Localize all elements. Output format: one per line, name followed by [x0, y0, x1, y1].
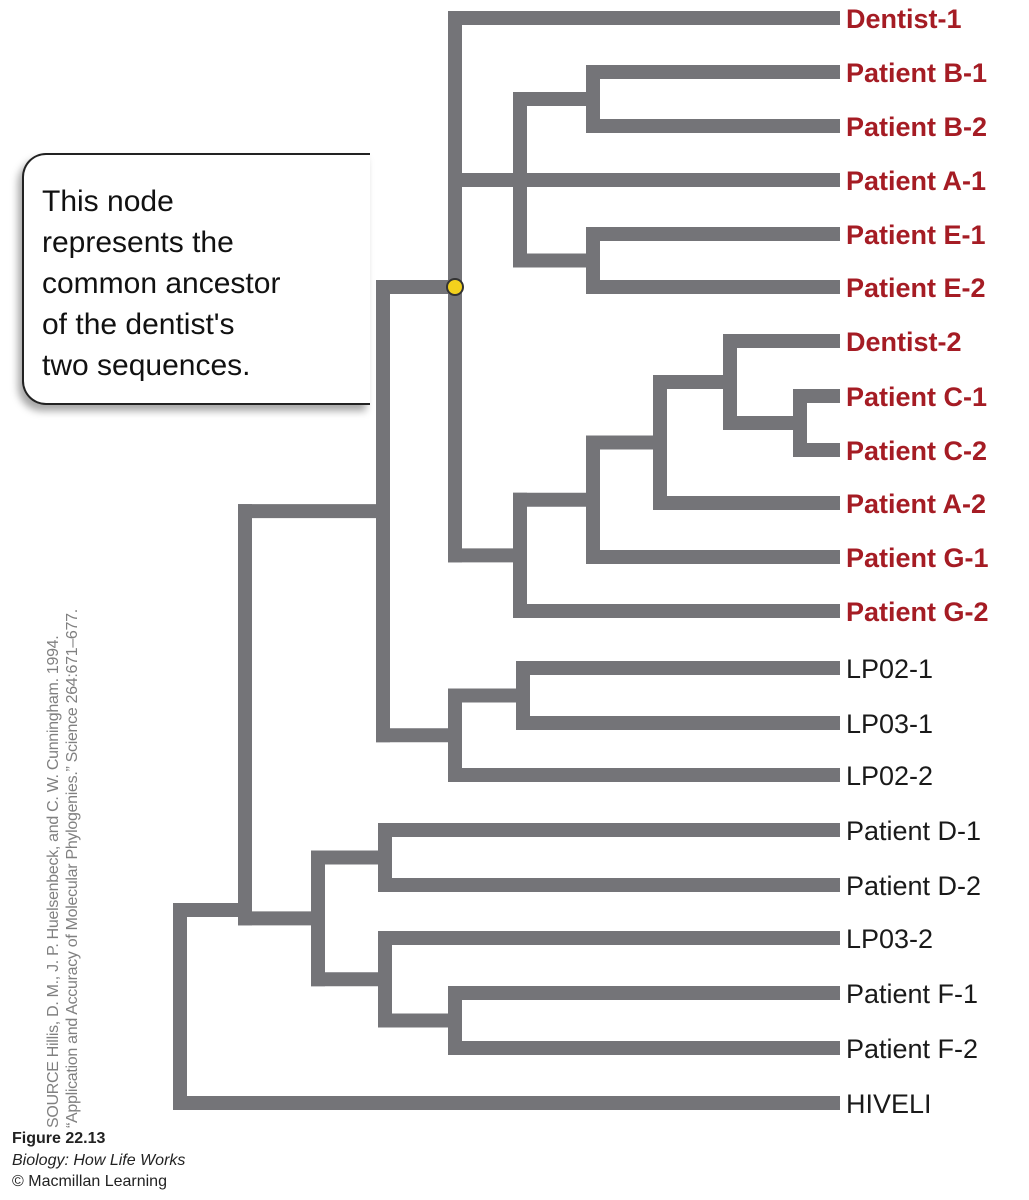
leaf-label: Patient F-1 — [846, 979, 978, 1009]
source-citation: SOURCE Hillis, D. M., J. P. Huelsenbeck,… — [44, 508, 82, 1128]
leaf-label: Patient E-1 — [846, 220, 986, 250]
leaf-label: Patient D-1 — [846, 816, 981, 846]
publisher: © Macmillan Learning — [12, 1173, 167, 1190]
leaf-label: HIVELI — [846, 1089, 932, 1119]
callout-line: two sequences. — [42, 349, 251, 382]
figure-number: Figure 22.13 — [12, 1130, 106, 1147]
leaf-label: Patient B-2 — [846, 112, 987, 142]
source-line-2: “Application and Accuracy of Molecular P… — [64, 609, 81, 1128]
leaf-label: Patient E-2 — [846, 273, 986, 303]
common-ancestor-node-marker — [446, 278, 464, 296]
leaf-label: Dentist-2 — [846, 327, 962, 357]
leaf-label: LP03-1 — [846, 709, 933, 739]
leaf-label: LP03-2 — [846, 924, 933, 954]
leaf-label: Patient G-1 — [846, 543, 989, 573]
callout-line: common ancestor — [42, 267, 281, 300]
book-title: Biology: How Life Works — [12, 1152, 186, 1169]
leaf-label: Patient A-1 — [846, 166, 986, 196]
leaf-label: LP02-1 — [846, 654, 933, 684]
callout-text: This node represents the common ancestor… — [42, 181, 360, 386]
leaf-label: Dentist-1 — [846, 4, 962, 34]
callout-line: of the dentist's — [42, 308, 235, 341]
leaf-label: Patient C-2 — [846, 436, 987, 466]
callout-line: This node — [42, 185, 174, 218]
leaf-label: Patient A-2 — [846, 489, 986, 519]
tree-branches — [173, 11, 840, 1110]
callout-line: represents the — [42, 226, 234, 259]
leaf-label: Patient D-2 — [846, 871, 981, 901]
leaf-label: LP02-2 — [846, 761, 933, 791]
source-line-1: SOURCE Hillis, D. M., J. P. Huelsenbeck,… — [45, 635, 62, 1128]
leaf-label: Patient C-1 — [846, 382, 987, 412]
callout-box: This node represents the common ancestor… — [22, 153, 370, 405]
leaf-label: Patient F-2 — [846, 1034, 978, 1064]
figure-caption: Figure 22.13 Biology: How Life Works © M… — [12, 1128, 185, 1192]
leaf-label: Patient G-2 — [846, 597, 989, 627]
leaf-label: Patient B-1 — [846, 58, 987, 88]
